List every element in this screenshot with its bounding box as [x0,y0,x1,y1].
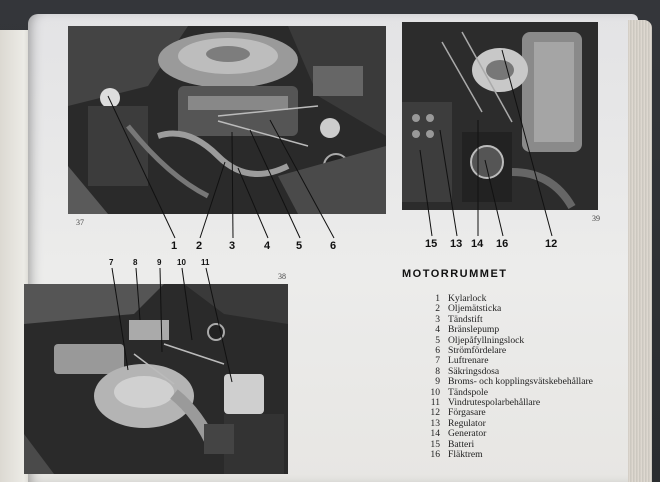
legend-item: 5 Oljepåfyllningslock [402,334,622,346]
legend-item-number: 10 [430,386,440,398]
legend-item-label: Strömfördelare [448,345,507,357]
legend-item-label: Generator [448,428,487,440]
callout-1: 1 [171,240,178,252]
callout-13: 13 [450,238,463,250]
legend-item: 3 Tändstift [402,313,622,325]
engine-photo-top-right [402,22,598,210]
legend-item: 8 Säkringsdosa [402,365,622,377]
legend-item-number: 6 [435,345,440,357]
callout-2: 2 [196,240,203,252]
legend-item-number: 14 [430,428,440,440]
engine-photo-top-left [68,26,386,214]
legend-item-label: Vindrutespolarbehållare [448,397,541,409]
legend-item-number: 12 [430,407,440,419]
legend-item-number: 3 [435,313,440,325]
page-number-38: 38 [278,272,286,281]
callout-10: 10 [177,258,186,267]
legend-item-label: Säkringsdosa [448,365,500,377]
legend-item-number: 16 [430,449,440,461]
legend-item: 9 Broms- och kopplingsvätskebehållare [402,376,622,388]
legend-item-number: 7 [435,355,440,367]
legend-item-label: Bränslepump [448,324,500,336]
callout-15: 15 [425,238,438,250]
engine-photo-bottom-left [24,284,288,474]
legend-item-label: Broms- och kopplingsvätskebehållare [448,376,593,388]
legend-item-label: Kylarlock [448,293,487,304]
callout-6: 6 [330,240,337,252]
legend-list: 1 Kylarlock 2 Oljemätsticka 3 Tändstift 4 Bräns… [402,293,622,461]
legend-item-label: Regulator [448,417,486,429]
legend-item-label: Tändspole [448,386,488,398]
legend-item-label: Luftrenare [448,355,489,367]
legend-item: 12 Förgasare [402,407,622,419]
legend-item-number: 11 [430,397,440,409]
legend-item: 2 Oljemätsticka [402,303,622,315]
callout-9: 9 [157,258,162,267]
legend-item-number: 9 [435,376,440,388]
legend-item: 1 Kylarlock [402,293,622,304]
legend-item: 4 Bränslepump [402,324,622,336]
legend-item: 6 Strömfördelare [402,345,622,357]
page-number-37: 37 [76,218,84,227]
legend-item: 11 Vindrutespolarbehållare [402,397,622,409]
legend-item: 7 Luftrenare [402,355,622,367]
legend-item: 16 Fläktrem [402,449,622,461]
legend-item: 14 Generator [402,428,622,440]
legend-item: 15 Batteri [402,438,622,450]
legend-item-number: 5 [435,334,440,346]
legend-item-label: Fläktrem [448,449,483,461]
legend-item: 13 Regulator [402,417,622,429]
legend-item-label: Oljepåfyllningslock [448,334,525,346]
callout-5: 5 [296,240,303,252]
callout-12: 12 [545,238,558,250]
callout-11: 11 [201,258,210,267]
legend-item-number: 8 [435,365,440,377]
callout-4: 4 [264,240,271,252]
page-stack-edge [628,20,652,482]
legend-item-label: Förgasare [448,407,486,419]
callout-7: 7 [109,258,114,267]
legend-item-number: 15 [430,438,440,450]
legend-item-label: Batteri [448,438,475,450]
legend-item-label: Oljemätsticka [448,303,502,315]
callout-16: 16 [496,238,509,250]
callout-3: 3 [229,240,236,252]
legend-item-number: 4 [435,324,440,336]
legend-title: MOTORRUMMET [402,268,508,280]
page-number-39: 39 [592,214,600,223]
callout-8: 8 [133,258,138,267]
callout-14: 14 [471,238,484,250]
legend-item-number: 13 [430,417,440,429]
legend-item-label: Tändstift [448,313,483,325]
legend-item-number: 1 [435,293,440,304]
legend-item: 10 Tändspole [402,386,622,398]
legend-item-number: 2 [435,303,440,315]
